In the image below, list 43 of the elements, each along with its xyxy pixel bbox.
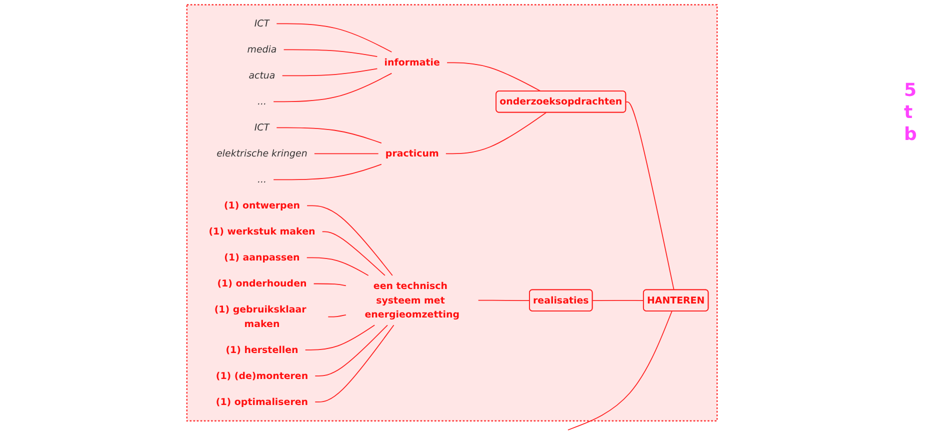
connector (276, 23, 392, 52)
cut-off-text: 5 (904, 80, 918, 102)
node-text: een technisch systeem met energieomzetting (364, 280, 460, 320)
node-text: (1) ontwerpen (224, 200, 300, 212)
connector (304, 324, 376, 350)
node-text: (1) werkstuk maken (208, 226, 316, 238)
connector (306, 205, 393, 276)
connector (273, 72, 392, 102)
node-text: ... (257, 174, 266, 186)
connector (322, 231, 386, 276)
node-text: ... (257, 96, 266, 107)
connector (445, 112, 547, 154)
node-text: media (247, 44, 277, 55)
connector (276, 127, 382, 144)
node-text: (1) herstellen (226, 344, 298, 356)
connector (568, 310, 672, 430)
connector (273, 164, 382, 180)
node-text: (1) onderhouden (217, 278, 307, 290)
connector (328, 314, 346, 318)
node-text: (1) (de)monteren (216, 370, 308, 382)
connector (446, 62, 542, 92)
node-text: elektrische kringen (216, 148, 308, 160)
connector (592, 300, 644, 302)
connector (478, 300, 530, 302)
connector (306, 257, 369, 276)
node-text: practicum (385, 148, 439, 160)
cut-off-text: b (904, 124, 918, 146)
connector (314, 324, 388, 376)
connector (313, 283, 346, 286)
cluster (186, 4, 718, 422)
node-text: ICT (254, 18, 270, 29)
node-text: (1) optimaliseren (216, 396, 308, 408)
node-text: ICT (254, 122, 270, 134)
cut-off-text: t (904, 102, 914, 124)
connector (626, 101, 674, 290)
connector (282, 68, 378, 76)
connector (314, 324, 394, 402)
node-text: (1) gebruiksklaar maken (214, 304, 306, 330)
connector (314, 153, 379, 154)
node-text: (1) aanpassen (224, 252, 300, 264)
node-text: actua (248, 70, 276, 81)
connector (283, 49, 378, 58)
node-text: informatie (384, 56, 440, 68)
